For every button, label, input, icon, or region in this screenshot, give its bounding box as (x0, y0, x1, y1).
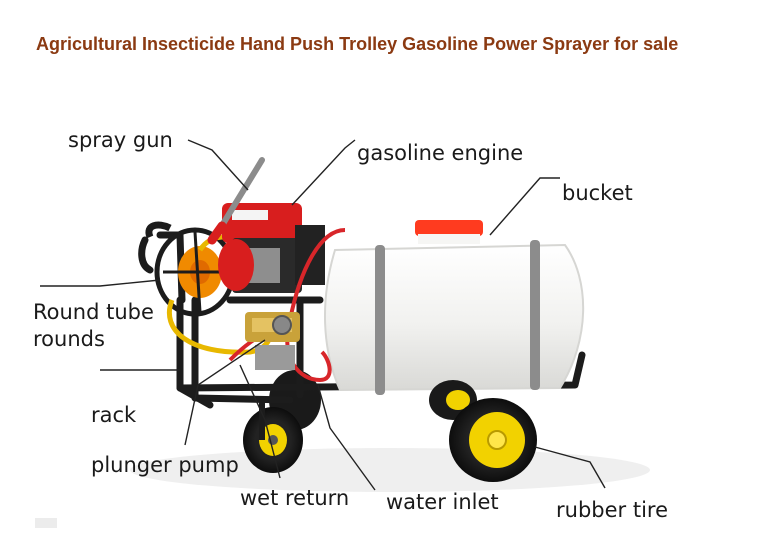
push-handle (145, 221, 172, 239)
label-round-tube-line2: rounds (33, 327, 105, 351)
label-water-inlet: water inlet (386, 490, 499, 514)
plunger-pump (245, 312, 300, 370)
label-rack: rack (91, 403, 137, 427)
leader-water-inlet (317, 384, 376, 491)
label-round-tube-line1: Round tube (33, 300, 154, 324)
corner-mark (35, 518, 57, 528)
label-bucket: bucket (562, 181, 633, 205)
leader-wet-return (239, 364, 281, 479)
label-wet-return: wet return (240, 486, 349, 510)
tank-bucket (323, 220, 585, 395)
label-gasoline-engine: gasoline engine (357, 141, 523, 165)
gasoline-engine (218, 203, 325, 293)
front-right-wheel (449, 398, 537, 482)
label-plunger-pump: plunger pump (91, 453, 239, 477)
leader-rubber-tire (534, 446, 606, 489)
label-spray-gun: spray gun (68, 128, 173, 152)
leader-plunger-pump (184, 339, 266, 446)
leader-bucket (489, 177, 560, 236)
leader-spray-gun (187, 139, 249, 191)
page-title: Agricultural Insecticide Hand Push Troll… (36, 34, 679, 54)
spray-gun (207, 157, 265, 245)
leader-gasoline-engine (291, 139, 356, 206)
label-rubber-tire: rubber tire (556, 498, 668, 522)
tank-cap (415, 220, 483, 236)
leader-round-tube (40, 279, 161, 287)
front-left-wheel (243, 400, 303, 473)
